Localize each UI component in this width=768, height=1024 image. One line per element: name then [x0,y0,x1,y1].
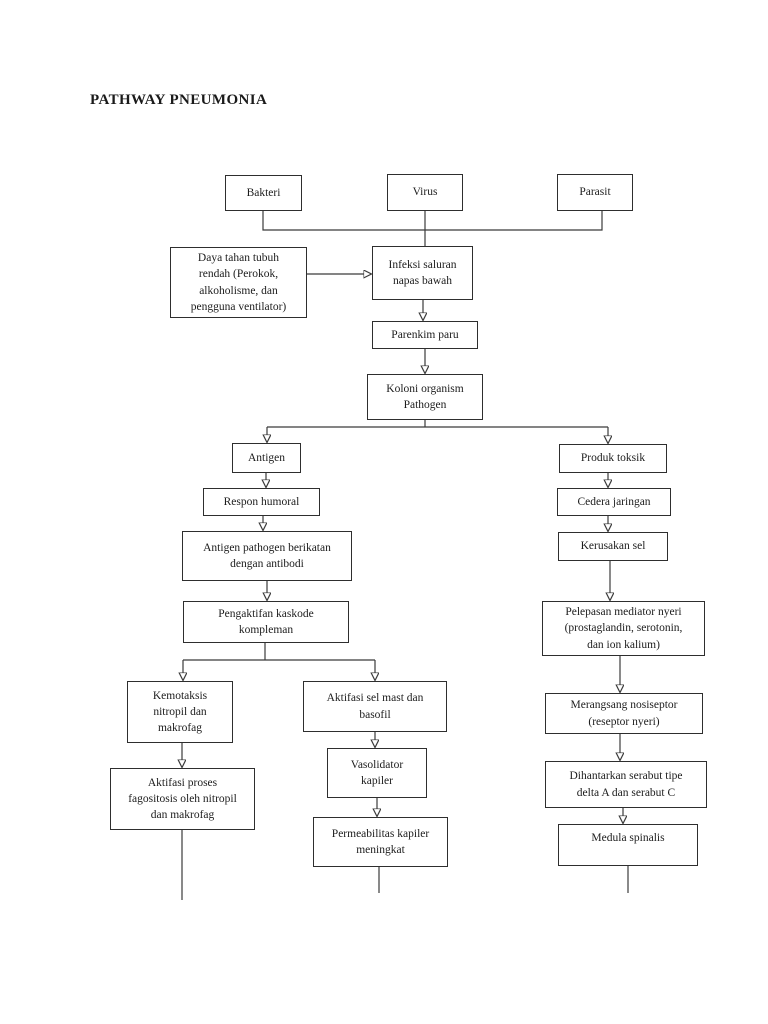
edge-top-join [262,211,603,231]
node-bakteri: Bakteri [225,175,302,211]
node-respon-humoral: Respon humoral [203,488,320,516]
node-virus: Virus [387,174,463,211]
node-produk-toksik: Produk toksik [559,444,667,473]
node-merangsang-nosiseptor: Merangsang nosiseptor (reseptor nyeri) [545,693,703,734]
node-parasit: Parasit [557,174,633,211]
node-kemotaksis: Kemotaksis nitropil dan makrofag [127,681,233,743]
node-parenkim-paru: Parenkim paru [372,321,478,349]
node-daya-tahan-tubuh: Daya tahan tubuh rendah (Perokok, alkoho… [170,247,307,318]
node-cedera-jaringan: Cedera jaringan [557,488,671,516]
node-pengaktifan-kaskode: Pengaktifan kaskode kompleman [183,601,349,643]
node-vasolidator-kapiler: Vasolidator kapiler [327,748,427,798]
node-medula-spinalis: Medula spinalis [558,824,698,866]
node-kerusakan-sel: Kerusakan sel [558,532,668,561]
edge-koloni-split [267,420,608,428]
page-title: PATHWAY PNEUMONIA [90,92,268,108]
node-dihantarkan-serabut: Dihantarkan serabut tipe delta A dan ser… [545,761,707,808]
node-infeksi-saluran: Infeksi saluran napas bawah [372,246,473,300]
node-aktifasi-fagositosis: Aktifasi proses fagositosis oleh nitropi… [110,768,255,830]
node-pelepasan-mediator: Pelepasan mediator nyeri (prostaglandin,… [542,601,705,656]
node-aktifasi-sel-mast: Aktifasi sel mast dan basofil [303,681,447,732]
node-antigen-pathogen: Antigen pathogen berikatan dengan antibo… [182,531,352,581]
edge-pengaktifan-split [183,643,375,661]
node-koloni-organism: Koloni organism Pathogen [367,374,483,420]
node-permeabilitas: Permeabilitas kapiler meningkat [313,817,448,867]
node-antigen: Antigen [232,443,301,473]
